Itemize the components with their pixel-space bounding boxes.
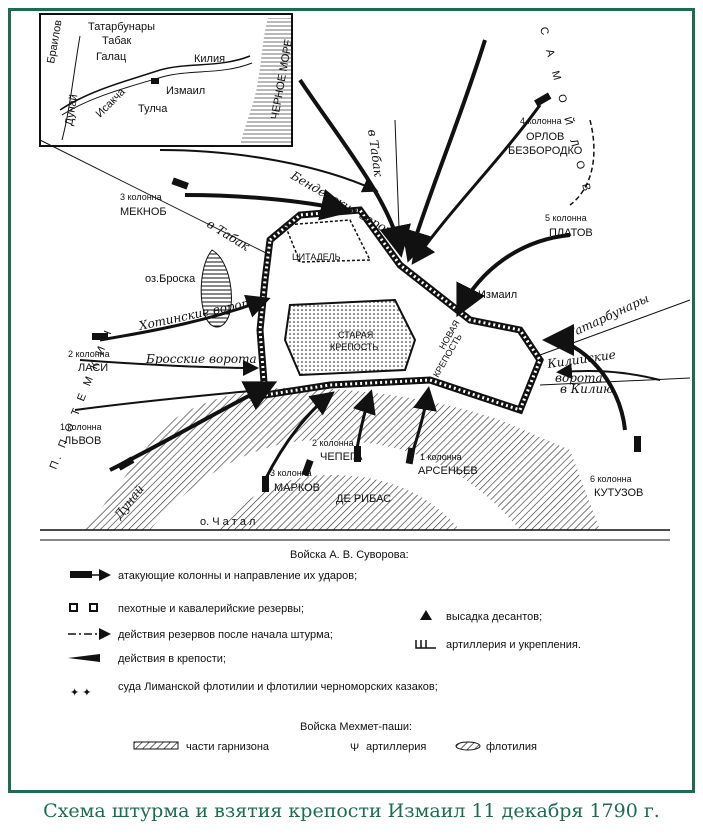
- legend-attack-symbol: [70, 571, 92, 578]
- col-kutuzov-number: 6 колонна: [590, 474, 632, 484]
- old-fortress-line1: СТАРАЯ: [338, 330, 373, 340]
- izmail-label: Измаил: [478, 289, 517, 301]
- road-to-kiliya: в Килию: [560, 382, 614, 396]
- legend-reserve-symbol: [69, 603, 78, 612]
- old-fortress-line2: КРЕПОСТЬ: [330, 342, 378, 352]
- samoilov-label: С А М О Й Л О В: [537, 25, 595, 198]
- potemkin-label: П. П О Т Е М К И Н: [48, 326, 116, 471]
- map-caption: Схема штурма и взятия крепости Измаил 11…: [43, 800, 660, 822]
- citadel-label: ЦИТАДЕЛЬ: [292, 252, 341, 262]
- col-chepega-number: 2 колонна: [312, 438, 354, 448]
- brosska-gate-label: Бросские ворота: [145, 352, 257, 366]
- inset-kiliya: Килия: [194, 53, 225, 65]
- inset-izmail: Измаил: [166, 85, 205, 97]
- attack-arrows: [74, 39, 661, 481]
- legend-enemy-flotilla: флотилия: [486, 741, 537, 753]
- col-chepega-name: ЧЕПЕГА: [320, 451, 363, 463]
- col-markov-number: 3 колонна: [270, 468, 312, 478]
- inset-tatarbunary: Татарбунары: [88, 21, 155, 33]
- col-markov-name: МАРКОВ: [274, 482, 320, 494]
- khotin-gate-label: Хотинские ворота: [137, 294, 261, 333]
- legend-item-reserve-actions: действия резервов после начала штурма;: [118, 629, 333, 641]
- col-orlov-name: ОРЛОВ: [526, 131, 564, 143]
- inset-danube: Дунай: [63, 93, 80, 126]
- legend-item-fortress: действия в крепости;: [118, 653, 226, 665]
- battle-map: Татарбунары Табак Галац Килия Измаил Тул…: [39, 13, 691, 754]
- inset-tulcha: Тулча: [138, 103, 168, 115]
- col-lasi-name: ЛАСИ: [78, 362, 108, 374]
- legend-flotilla-ellipse-symbol: [455, 741, 481, 751]
- chatal-island: о. Ч а т а л: [200, 516, 255, 528]
- legend-enemy-artillery-symbol: Ψ: [350, 742, 359, 754]
- inset-galats: Галац: [96, 51, 127, 63]
- road-to-tatarbunary: в Татарбунары: [555, 291, 651, 346]
- legend-enemy-garrison: части гарнизона: [186, 741, 270, 753]
- legend: Войска А. В. Суворова: атакующие колонны…: [40, 539, 670, 754]
- col-lvov-name: ЛЬВОВ: [64, 435, 101, 447]
- legend-title: Войска А. В. Суворова:: [290, 549, 409, 561]
- legend-landing-symbol: [420, 610, 432, 620]
- col-arsenyev-name: АРСЕНЬЕВ: [418, 465, 478, 477]
- col-lvov-number: 1 колонна: [60, 422, 102, 432]
- inset-izmail-marker: [151, 78, 159, 84]
- col-meknob-name: МЕКНОБ: [120, 206, 167, 218]
- col-orlov-number: 4 колонна: [520, 116, 562, 126]
- col-platov-name: ПЛАТОВ: [549, 227, 593, 239]
- legend-item-reserves: пехотные и кавалерийские резервы;: [118, 603, 304, 615]
- lake-label: оз.Броска: [145, 273, 196, 285]
- legend-artillery-symbol: [415, 640, 436, 649]
- column-markers: [92, 92, 641, 492]
- legend-enemy-title: Войска Мехмет-паши:: [300, 721, 412, 733]
- col-lasi-number: 2 колонна: [68, 349, 110, 359]
- inset-tabak: Табак: [102, 35, 132, 47]
- legend-item-artillery: артиллерия и укрепления.: [446, 639, 581, 651]
- legend-flotilla-symbol: ✦ ✦: [70, 687, 92, 699]
- col-orlov-extra: БЕЗБОРОДКО: [508, 145, 583, 157]
- danube-river: Дунай о. Ч а т а л: [40, 387, 670, 531]
- lake-broska: оз.Броска: [145, 249, 232, 328]
- inset-map: Татарбунары Табак Галац Килия Измаил Тул…: [39, 13, 295, 147]
- legend-item-flotilla: суда Лиманской флотилии и флотилии черно…: [118, 681, 438, 693]
- col-meknob-number: 3 колонна: [120, 192, 162, 202]
- col-platov-number: 5 колонна: [545, 213, 587, 223]
- legend-item-landing: высадка десантов;: [446, 611, 542, 623]
- column-labels: 4 колонна ОРЛОВ БЕЗБОРОДКО 5 колонна ПЛА…: [60, 116, 643, 505]
- col-arsenyev-number: 1 колонна: [420, 452, 462, 462]
- kiliya-gate-line2: ворота: [555, 371, 603, 385]
- legend-garrison-symbol: [133, 741, 179, 750]
- road-to-tabak-north: в Табак: [365, 128, 386, 178]
- legend-enemy-artillery: артиллерия: [366, 741, 426, 753]
- de-ribas-label: ДЕ РИБАС: [336, 493, 391, 505]
- road-to-tabak-west: в Табак: [204, 217, 252, 255]
- col-kutuzov-name: КУТУЗОВ: [594, 487, 643, 499]
- legend-fortress-action-symbol: [68, 654, 100, 662]
- legend-item-attack: атакующие колонны и направление их ударо…: [118, 570, 357, 582]
